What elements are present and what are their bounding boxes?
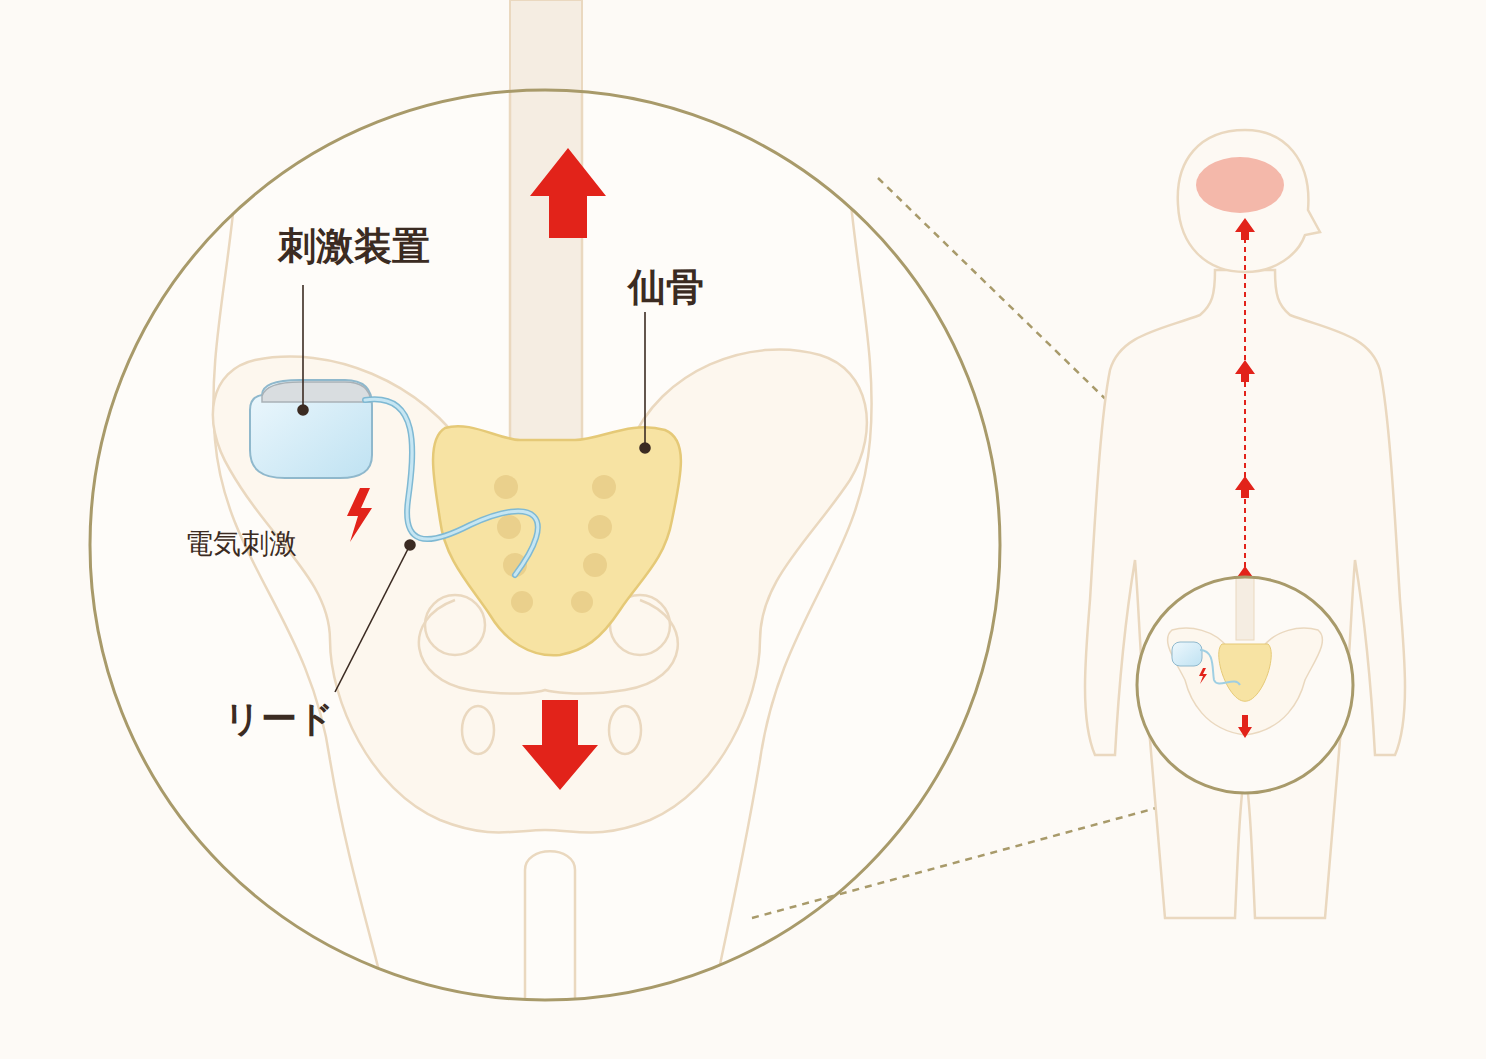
mini-pelvis [1168, 570, 1323, 738]
stimulator-device [250, 380, 372, 478]
part-label: リード [224, 698, 334, 739]
spine-top [510, 0, 582, 100]
lead-wire-outline [365, 399, 538, 575]
device-header [262, 382, 371, 402]
magnified-pelvis [213, 40, 872, 1059]
down-arrow [522, 700, 598, 790]
leader-lines [298, 285, 650, 692]
part-label: 仙骨 [628, 266, 704, 310]
part-label: 電気刺激 [185, 528, 297, 560]
human-figure [1085, 130, 1405, 918]
sacrum [433, 426, 681, 655]
lightning-symbol [347, 488, 372, 542]
part-label: 刺激装置 [278, 225, 430, 269]
signal-arrows [1235, 218, 1255, 588]
lead-wire [365, 399, 538, 575]
small-zoom-circle [1137, 577, 1353, 793]
magnify-circle [90, 90, 1000, 1000]
brain [1196, 157, 1284, 213]
up-arrow [530, 148, 606, 238]
sacral-foramina [494, 475, 616, 613]
